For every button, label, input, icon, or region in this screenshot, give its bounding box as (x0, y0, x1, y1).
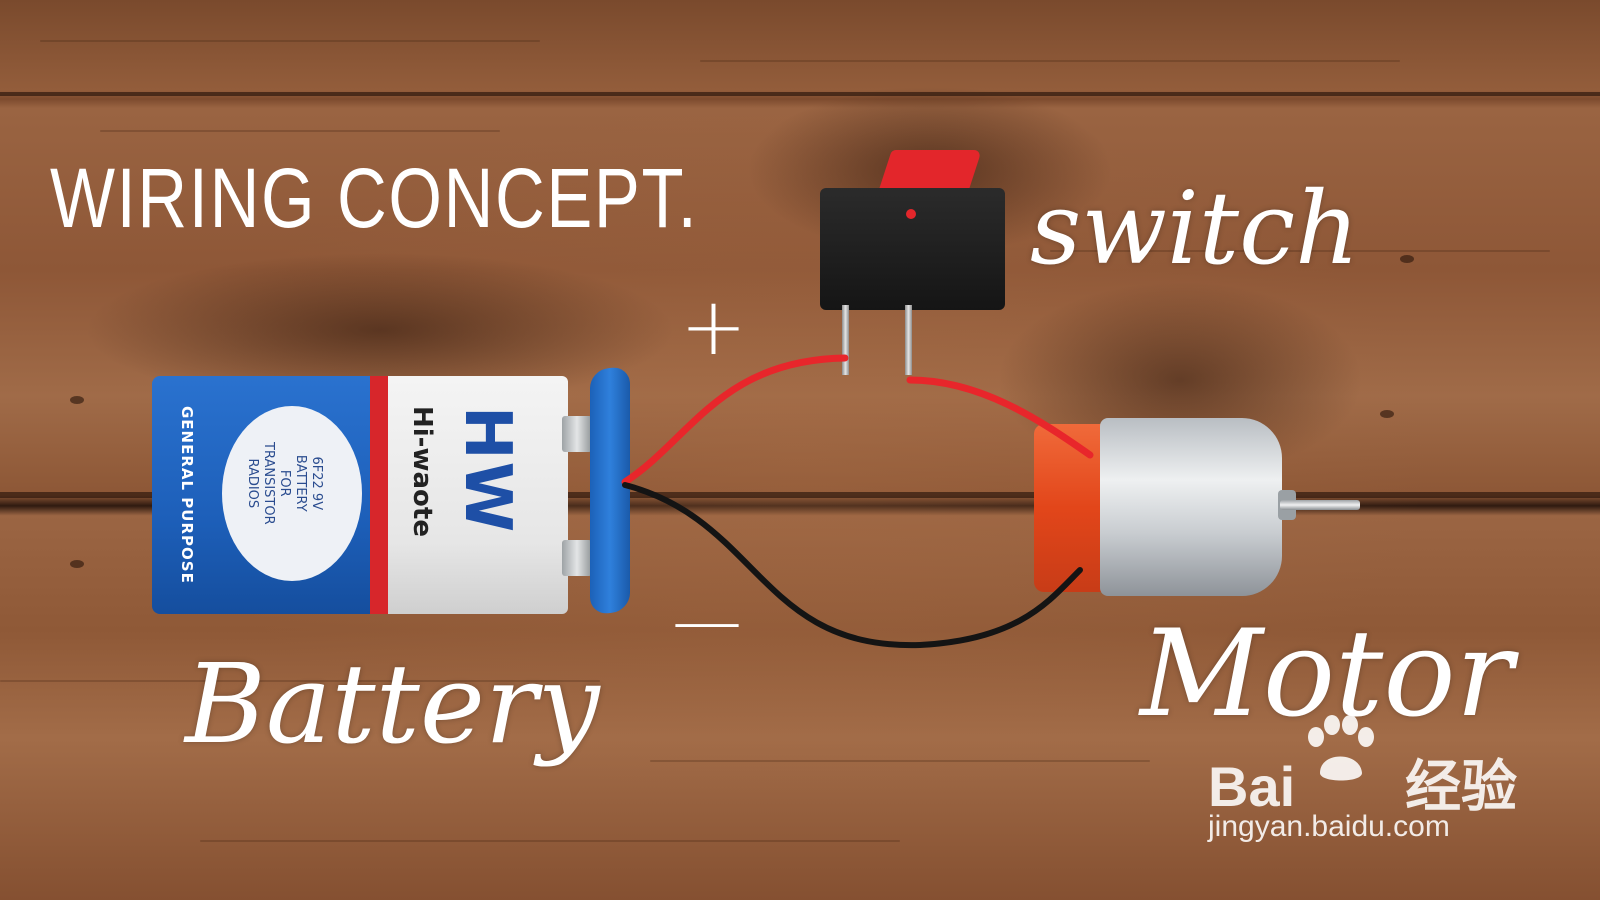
battery-red-stripe (370, 376, 388, 614)
black-wire-battery-to-motor (622, 482, 1083, 649)
watermark-logo-suffix: 经验 (1405, 755, 1518, 818)
battery-white-label (388, 376, 568, 614)
wood-knot (1380, 410, 1394, 418)
switch-label: switch (1030, 170, 1360, 287)
dc-motor (1100, 418, 1282, 596)
battery-oval-label: 6F22 9V BATTERY FOR TRANSISTOR RADIOS (222, 406, 362, 581)
battery-terminal (562, 416, 592, 452)
plank-seam (0, 92, 1600, 96)
red-wire-switch-to-motor (906, 376, 1094, 459)
wood-grain (200, 840, 900, 842)
switch-indicator-dot (906, 209, 916, 219)
wood-grain (100, 130, 500, 132)
positive-sign: + (680, 280, 748, 373)
plank-seam (0, 492, 1600, 498)
wood-grain (650, 760, 1150, 762)
switch-pin (905, 305, 912, 375)
wood-grain (0, 680, 600, 682)
baidu-paw-icon (1308, 715, 1374, 781)
battery-terminal (562, 540, 592, 576)
watermark-logo: Bai 经验 (1208, 742, 1517, 823)
wood-knot (1400, 255, 1414, 263)
switch-pin (842, 305, 849, 375)
negative-sign: — (672, 580, 742, 662)
wood-grain (1050, 250, 1550, 252)
watermark-logo-text: Bai (1208, 755, 1296, 818)
watermark-url: jingyan.baidu.com (1208, 810, 1450, 843)
9v-battery: 6F22 9V BATTERY FOR TRANSISTOR RADIOS GE… (152, 376, 592, 614)
wood-grain (40, 40, 540, 42)
red-wire-battery-to-switch (621, 354, 849, 486)
motor-shaft (1280, 500, 1360, 510)
wood-knot (70, 560, 84, 568)
wood-grain (700, 60, 1400, 62)
rocker-switch (820, 188, 1005, 310)
battery-label: Battery (185, 640, 600, 768)
wood-knot (70, 396, 84, 404)
motor-end-cap (1034, 424, 1110, 592)
page-title: WIRING CONCEPT. (50, 151, 699, 245)
